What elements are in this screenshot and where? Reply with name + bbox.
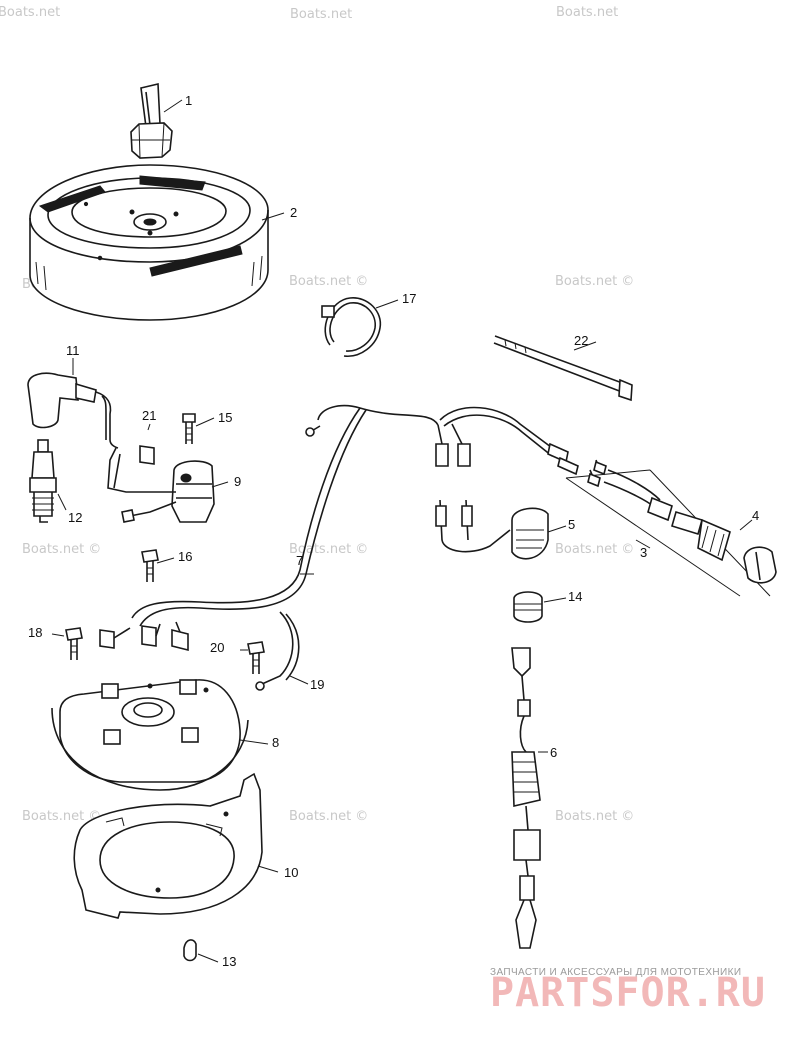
part-11-spark-plug-boot bbox=[27, 372, 119, 449]
watermark-right-3: Boats.net © bbox=[555, 809, 634, 824]
callout-16: 16 bbox=[178, 549, 192, 564]
part-15-screw bbox=[182, 413, 196, 444]
leader-lines bbox=[51, 99, 753, 963]
part-9-ignition-coil bbox=[107, 447, 215, 523]
watermark-center-1: Boats.net © bbox=[289, 274, 368, 289]
part-1-flywheel-nut bbox=[130, 83, 173, 159]
watermark-left-3: Boats.net © bbox=[22, 809, 101, 824]
part-6-lanyard bbox=[511, 647, 541, 949]
part-4-cap-nut bbox=[743, 546, 777, 584]
brand-footer: ЗАПЧАСТИ И АКСЕССУАРЫ ДЛЯ МОТОТЕХНИКИ PA… bbox=[490, 967, 766, 1016]
part-3-stop-switch-lead bbox=[565, 459, 771, 597]
callout-2: 2 bbox=[290, 205, 297, 220]
callout-20: 20 bbox=[210, 640, 224, 655]
part-21-clip bbox=[139, 445, 155, 465]
callout-19: 19 bbox=[310, 677, 324, 692]
part-10-armature-plate bbox=[73, 772, 263, 919]
part-19-ground-wire bbox=[255, 611, 300, 691]
part-16-screw bbox=[141, 549, 159, 582]
callout-9: 9 bbox=[234, 474, 241, 489]
part-18-screw bbox=[65, 627, 83, 660]
part-8-stator-plate bbox=[51, 679, 249, 791]
watermark-top-center: Boats.net bbox=[290, 7, 352, 22]
callout-5: 5 bbox=[568, 517, 575, 532]
callout-18: 18 bbox=[28, 625, 42, 640]
callout-15: 15 bbox=[218, 410, 232, 425]
callout-13: 13 bbox=[222, 954, 236, 969]
part-5-stop-switch bbox=[435, 499, 549, 560]
callout-labels: 1 2 3 4 5 6 7 8 9 10 11 12 13 14 15 16 1… bbox=[28, 93, 759, 969]
callout-3: 3 bbox=[640, 545, 647, 560]
watermark-right-2: Boats.net © bbox=[555, 542, 634, 557]
callout-21: 21 bbox=[142, 408, 156, 423]
part-14-spring bbox=[513, 591, 543, 623]
watermark-center-2: Boats.net © bbox=[289, 542, 368, 557]
part-2-flywheel bbox=[29, 164, 269, 321]
brand-tagline: ЗАПЧАСТИ И АКСЕССУАРЫ ДЛЯ МОТОТЕХНИКИ bbox=[490, 967, 741, 978]
callout-22: 22 bbox=[574, 333, 588, 348]
watermark-right-1: Boats.net © bbox=[555, 274, 634, 289]
callout-4: 4 bbox=[752, 508, 759, 523]
part-22-long-screw bbox=[493, 335, 633, 402]
watermark-top-left: Boats.net bbox=[0, 5, 60, 20]
callout-7: 7 bbox=[296, 553, 303, 568]
callout-1: 1 bbox=[185, 93, 192, 108]
part-13-woodruff-key bbox=[183, 939, 197, 962]
part-17-wire-clamp bbox=[321, 297, 382, 357]
watermark-top-right: Boats.net bbox=[556, 5, 618, 20]
callout-14: 14 bbox=[568, 589, 582, 604]
callout-11: 11 bbox=[66, 343, 80, 358]
part-12-spark-plug bbox=[29, 439, 57, 523]
watermark-center-3: Boats.net © bbox=[289, 809, 368, 824]
brand-logo: PARTSFOR.RU bbox=[490, 970, 766, 1016]
part-7-wiring-harness bbox=[99, 404, 579, 652]
callout-8: 8 bbox=[272, 735, 279, 750]
part-20-screw bbox=[247, 641, 265, 674]
callout-6: 6 bbox=[550, 745, 557, 760]
callout-12: 12 bbox=[68, 510, 82, 525]
callout-17: 17 bbox=[402, 291, 416, 306]
watermark-left-2: Boats.net © bbox=[22, 542, 101, 557]
callout-10: 10 bbox=[284, 865, 298, 880]
